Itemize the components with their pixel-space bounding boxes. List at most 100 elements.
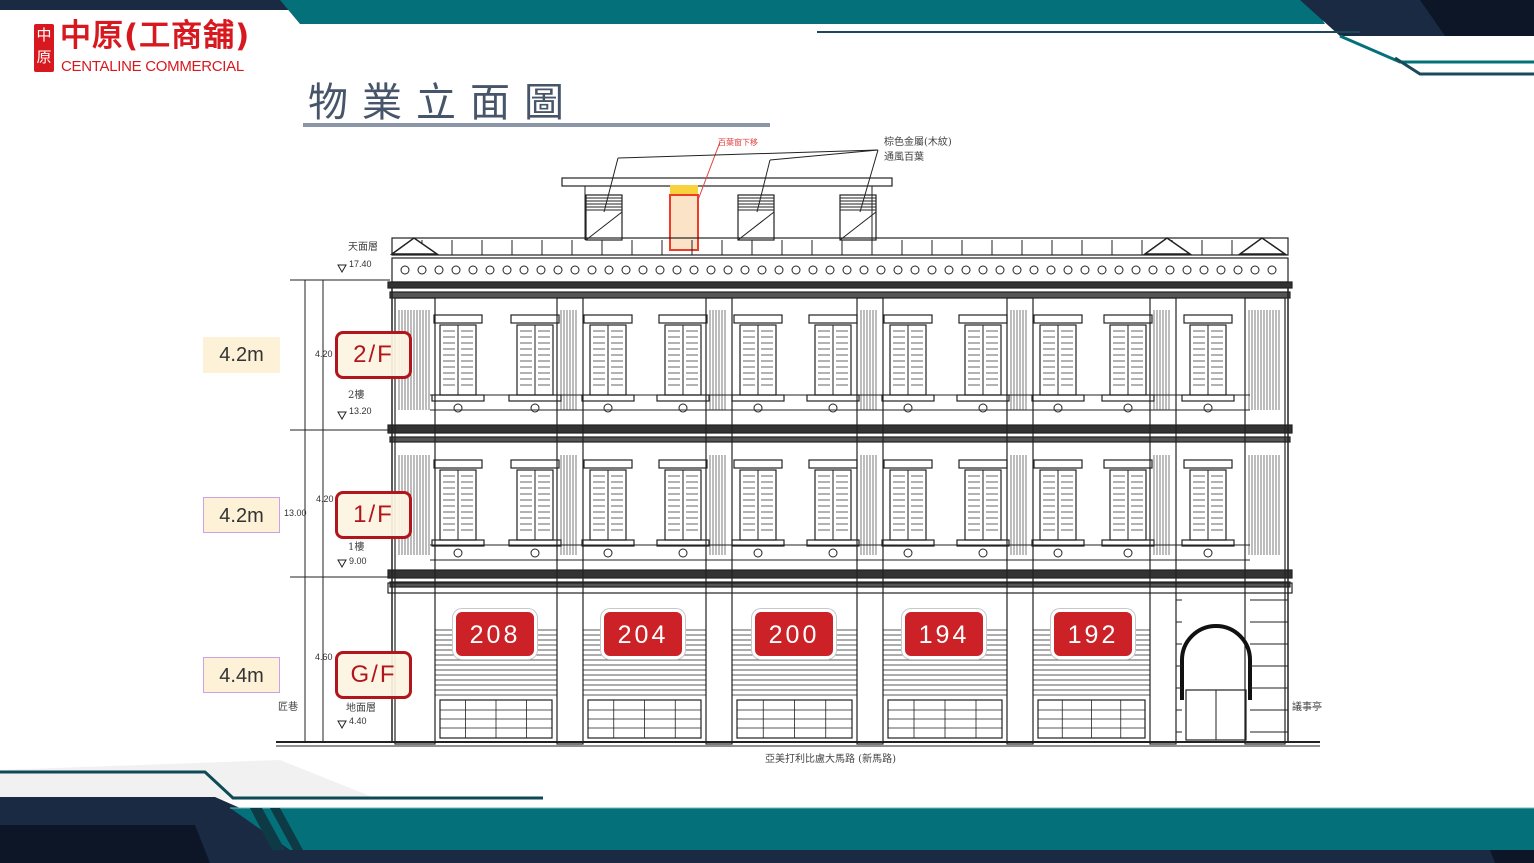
leader-line <box>617 149 879 159</box>
window-roundel <box>1053 403 1063 413</box>
frieze-roundel <box>842 265 852 275</box>
window-roundel <box>903 548 913 558</box>
window-pediment <box>1103 314 1153 324</box>
window-pediment <box>1103 459 1153 469</box>
window-sill <box>508 394 562 402</box>
frieze-roundel <box>570 265 580 275</box>
frieze-roundel <box>672 265 682 275</box>
window-pediment <box>433 314 483 324</box>
pilaster <box>1149 297 1177 745</box>
window-pediment <box>733 314 783 324</box>
window-pediment <box>883 459 933 469</box>
frieze-roundel <box>1063 265 1073 275</box>
frieze-roundel <box>995 265 1005 275</box>
window-roundel <box>678 403 688 413</box>
pediment <box>1237 237 1288 255</box>
frieze-roundel <box>1097 265 1107 275</box>
window-sill <box>431 539 485 547</box>
frieze-roundel <box>876 265 886 275</box>
window-pediment <box>1033 314 1083 324</box>
window-roundel <box>1203 403 1213 413</box>
frieze-roundel <box>1165 265 1175 275</box>
frieze-roundel <box>706 265 716 275</box>
dim-total: 13.00 <box>284 508 307 518</box>
highlight <box>670 185 698 195</box>
level-2f-elev: 13.20 <box>349 406 372 416</box>
window-sill <box>656 394 710 402</box>
gf-fascia <box>387 582 1293 594</box>
window-roundel <box>978 403 988 413</box>
dim-2f: 4.20 <box>315 349 333 359</box>
frieze-roundel <box>553 265 563 275</box>
frieze-roundel <box>400 265 410 275</box>
frieze-roundel <box>910 265 920 275</box>
page-title: 物業立面圖 <box>308 80 578 126</box>
frieze-roundel <box>825 265 835 275</box>
frieze-roundel <box>1012 265 1022 275</box>
window-pediment <box>510 314 560 324</box>
lane-label: 匠巷 <box>278 702 298 713</box>
window-sill <box>1031 394 1085 402</box>
frieze-roundel <box>1029 265 1039 275</box>
logo-name-cn: 中原(工商舖) <box>60 18 251 54</box>
cornice <box>387 281 1293 289</box>
window-sill <box>881 539 935 547</box>
frieze-roundel <box>808 265 818 275</box>
frieze-roundel <box>1250 265 1260 275</box>
road-label: 亞美打利比盧大馬路 (新馬路) <box>765 754 896 765</box>
highlighted-louver <box>669 194 699 251</box>
floor-badge-2f: 2/F <box>335 331 412 379</box>
frieze-roundel <box>638 265 648 275</box>
frieze-roundel <box>689 265 699 275</box>
cornice <box>389 291 1291 299</box>
dim-gf: 4.60 <box>315 652 333 662</box>
frieze-roundel <box>485 265 495 275</box>
window-sill <box>881 394 935 402</box>
level-gf-elev: 4.40 <box>349 716 367 726</box>
pilaster <box>1006 297 1034 745</box>
window-roundel <box>453 403 463 413</box>
frieze-roundel <box>1267 265 1277 275</box>
window-roundel <box>978 548 988 558</box>
window-sill <box>1101 394 1155 402</box>
window-sill <box>1031 539 1085 547</box>
louver-diag <box>839 211 877 241</box>
window-sill <box>508 539 562 547</box>
window-sill <box>731 539 785 547</box>
frieze-roundel <box>893 265 903 275</box>
window-roundel <box>603 403 613 413</box>
vent-louver <box>737 194 775 241</box>
window-pediment <box>808 459 858 469</box>
shop-number-badge: 204 <box>601 609 685 659</box>
window-sill <box>431 394 485 402</box>
level-marker <box>337 559 347 569</box>
shop-number-badge: 192 <box>1051 609 1135 659</box>
window-roundel <box>828 403 838 413</box>
frieze-roundel <box>740 265 750 275</box>
logo-mark: 中原 <box>34 24 54 72</box>
window-sill <box>731 394 785 402</box>
floor-band-2f <box>387 424 1293 434</box>
floor-band-1f <box>389 581 1291 588</box>
window-pediment <box>1183 459 1233 469</box>
leader-line <box>756 159 771 213</box>
window-roundel <box>753 403 763 413</box>
frieze-roundel <box>451 265 461 275</box>
floor-badge-gf: G/F <box>335 651 412 699</box>
window-pediment <box>733 459 783 469</box>
archway <box>1180 624 1252 700</box>
window-sill <box>1101 539 1155 547</box>
frieze-roundel <box>1233 265 1243 275</box>
window-pediment <box>958 314 1008 324</box>
leader-line <box>603 157 619 213</box>
frieze-roundel <box>723 265 733 275</box>
window-pediment <box>510 459 560 469</box>
leader-line-red <box>697 141 721 201</box>
frieze-roundel <box>1131 265 1141 275</box>
floor-badge-1f: 1/F <box>335 491 412 539</box>
window-sill <box>581 539 635 547</box>
window-roundel <box>1203 548 1213 558</box>
frieze-roundel <box>417 265 427 275</box>
window-sill <box>806 539 860 547</box>
